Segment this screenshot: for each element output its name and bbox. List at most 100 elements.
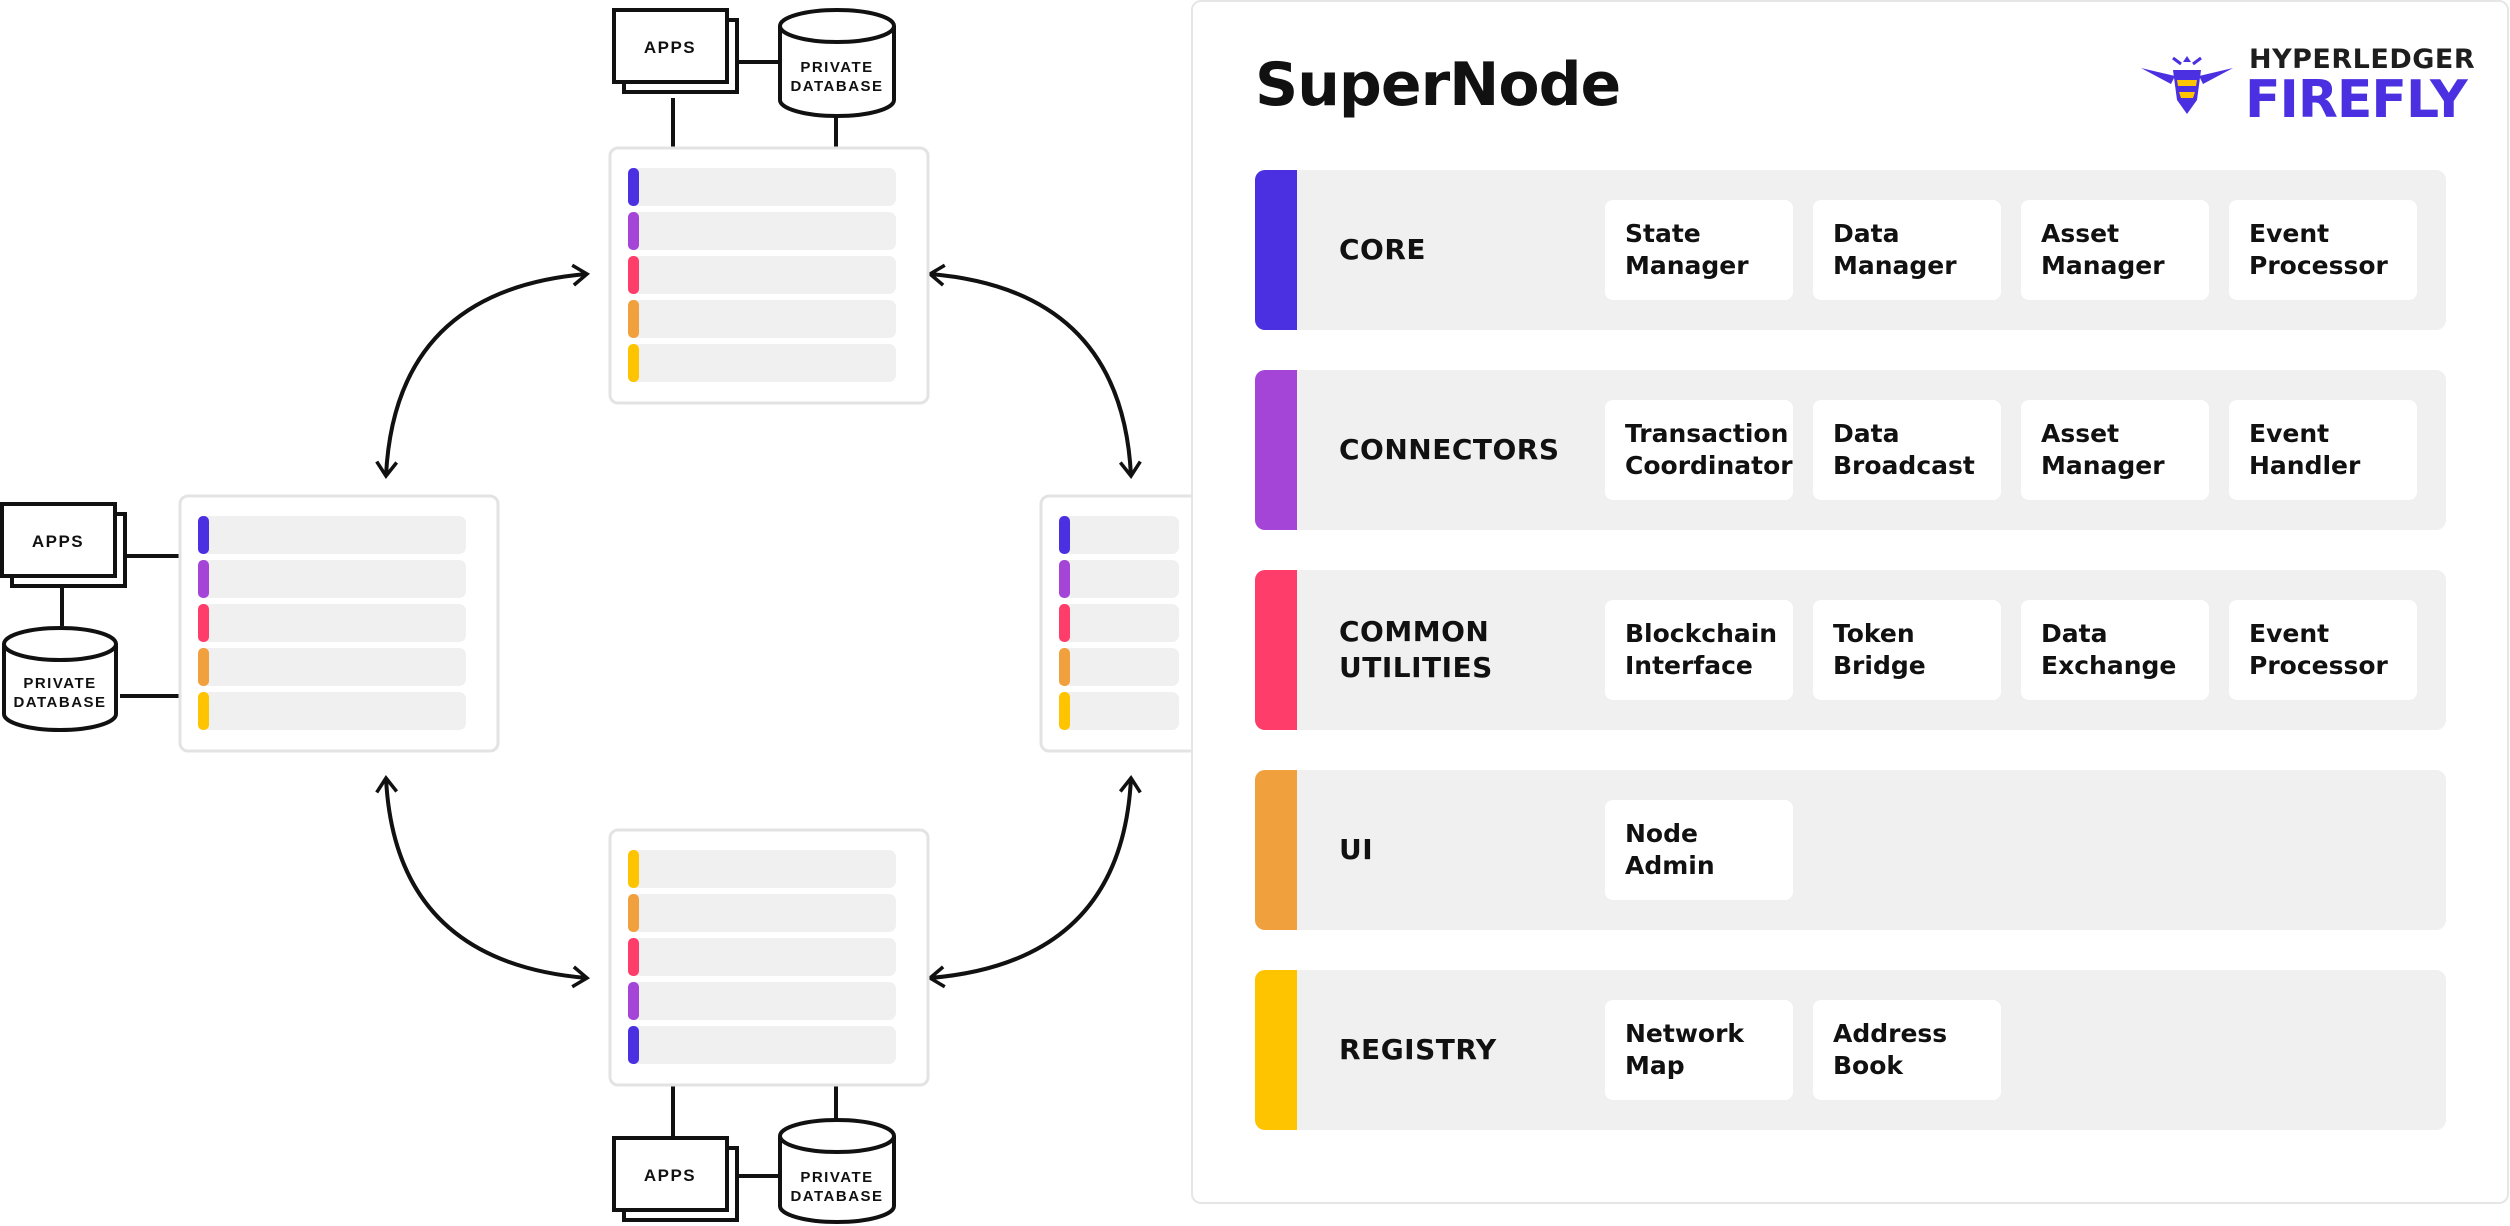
node-layer-strip [198,648,466,686]
node-layer-color [1059,604,1070,642]
db-bottom-label-1: PRIVATE [800,1169,873,1186]
node-bottom [608,828,930,1087]
module-card: Data Broadcast [1813,400,2001,500]
node-layer-strip [198,604,466,642]
module-card: Event Processor [2229,200,2417,300]
module-card: Asset Manager [2021,200,2209,300]
node-layer-color [198,648,209,686]
node-layer-strip [1059,648,1179,686]
layer-color-bar [1255,370,1297,530]
logo-hyperledger-text: HYPERLEDGER [2249,44,2476,75]
node-layer-strip [628,256,896,294]
layer-name: UI [1339,833,1374,866]
module-card: Address Book [1813,1000,2001,1100]
db-left-label-2: DATABASE [13,694,106,711]
module-card: Data Manager [1813,200,2001,300]
node-layer-color [1059,692,1070,730]
network-diagram: APPS APPS APPS PRIVATE DATABASE PRIVATE … [0,8,1191,1224]
node-layer-color [1059,560,1070,598]
layer-name: COMMON UTILITIES [1339,615,1493,684]
module-card: Asset Manager [2021,400,2209,500]
apps-left-label: APPS [32,532,84,551]
module-card: Token Bridge [1813,600,2001,700]
module-card: Node Admin [1605,800,1793,900]
node-layer-color [628,1026,639,1064]
node-layer-color [628,168,639,206]
firefly-logo-icon [2141,56,2233,114]
node-left [178,494,500,753]
db-bottom-label-2: DATABASE [790,1188,883,1205]
node-layer-strip [628,982,896,1020]
node-layer-strip [198,692,466,730]
node-layer-strip [628,850,896,888]
private-database-left [1,626,118,732]
module-list: Node Admin [1605,800,1793,900]
module-card: Transaction Coordinator [1605,400,1793,500]
module-card: Data Exchange [2021,600,2209,700]
module-card: State Manager [1605,200,1793,300]
layer-color-bar [1255,770,1297,930]
layer-name: CONNECTORS [1339,433,1560,466]
layer-name: REGISTRY [1339,1033,1497,1066]
layer-color-bar [1255,170,1297,330]
node-layer-color [198,604,209,642]
node-layer-color [198,516,209,554]
module-card: Event Handler [2229,400,2417,500]
node-layer-strip [198,560,466,598]
apps-top [612,8,739,94]
layer-color-bar [1255,970,1297,1130]
layer-color-bar [1255,570,1297,730]
node-layer-color [198,692,209,730]
node-layer-strip [628,894,896,932]
db-left-label-1: PRIVATE [23,675,96,692]
logo-firefly-text: FIREFLY [2245,70,2468,130]
node-layer-strip [628,938,896,976]
sync-arrow-bottom-right [926,774,1142,989]
private-database-bottom [778,1118,896,1224]
apps-bottom-label: APPS [644,1166,696,1185]
hyperledger-firefly-logo: HYPERLEDGER FIREFLY [2139,42,2475,132]
node-layer-color [1059,516,1070,554]
node-layer-color [198,560,209,598]
node-layer-color [628,982,639,1020]
node-layer-strip [628,344,896,382]
sync-arrow-top-right [926,263,1142,480]
module-card: Event Processor [2229,600,2417,700]
node-layer-color [628,344,639,382]
supernode-title: SuperNode [1255,50,1621,120]
node-right [1039,494,1191,753]
apps-bottom [612,1136,739,1222]
node-layer-strip [1059,560,1179,598]
node-layer-strip [1059,604,1179,642]
module-card: Blockchain Interface [1605,600,1793,700]
node-layer-strip [628,300,896,338]
node-layer-color [628,256,639,294]
node-layer-strip [1059,516,1179,554]
node-layer-color [628,300,639,338]
node-layer-color [628,894,639,932]
sync-arrow-bottom-left [375,774,591,989]
node-layer-color [628,938,639,976]
private-database-top [778,8,896,118]
layer-row: UI Node Admin [1255,770,2446,930]
node-layer-strip [628,212,896,250]
db-top-label-2: DATABASE [790,78,883,95]
node-layer-strip [1059,692,1179,730]
node-layer-color [628,850,639,888]
sync-arrow-top-left [375,263,591,480]
node-layer-color [1059,648,1070,686]
node-layer-color [628,212,639,250]
apps-left [0,502,127,588]
apps-top-label: APPS [644,38,696,57]
db-top-label-1: PRIVATE [800,59,873,76]
module-card: Network Map [1605,1000,1793,1100]
